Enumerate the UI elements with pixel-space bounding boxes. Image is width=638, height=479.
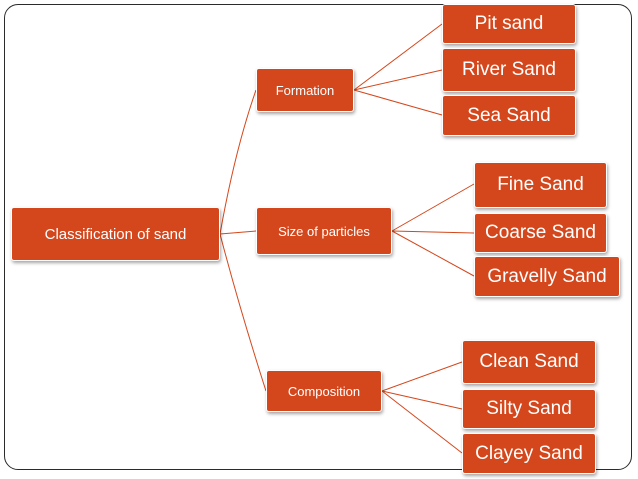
- slide-frame: [4, 4, 632, 470]
- connector-size-coarse: [391, 230, 475, 234]
- connector-formation-river: [353, 69, 443, 91]
- leaf-node-silty-sand: Silty Sand: [462, 389, 596, 429]
- connector-formation-sea: [353, 89, 443, 116]
- connector-root-size: [219, 230, 257, 235]
- root-node: Classification of sand: [11, 207, 220, 261]
- leaf-node-river-sand: River Sand: [442, 48, 576, 92]
- leaf-node-pit-sand: Pit sand: [442, 4, 576, 44]
- connector-root-composition: [219, 233, 267, 392]
- leaf-node-gravelly-sand: Gravelly Sand: [474, 256, 620, 297]
- category-node-formation: Formation: [256, 68, 354, 112]
- leaf-node-coarse-sand: Coarse Sand: [474, 213, 607, 253]
- category-node-size-of-particles: Size of particles: [256, 207, 392, 255]
- connector-size-fine: [391, 183, 475, 232]
- connector-size-gravelly: [391, 230, 475, 277]
- category-node-composition: Composition: [266, 370, 382, 412]
- connector-composition-silty: [381, 390, 463, 410]
- leaf-node-sea-sand: Sea Sand: [442, 95, 576, 136]
- connector-composition-clean: [381, 361, 463, 392]
- leaf-node-clayey-sand: Clayey Sand: [462, 433, 596, 474]
- connector-root-formation: [219, 89, 257, 235]
- connector-formation-pit: [353, 23, 443, 91]
- leaf-node-clean-sand: Clean Sand: [462, 340, 596, 384]
- leaf-node-fine-sand: Fine Sand: [474, 162, 607, 208]
- connector-composition-clayey: [381, 390, 463, 454]
